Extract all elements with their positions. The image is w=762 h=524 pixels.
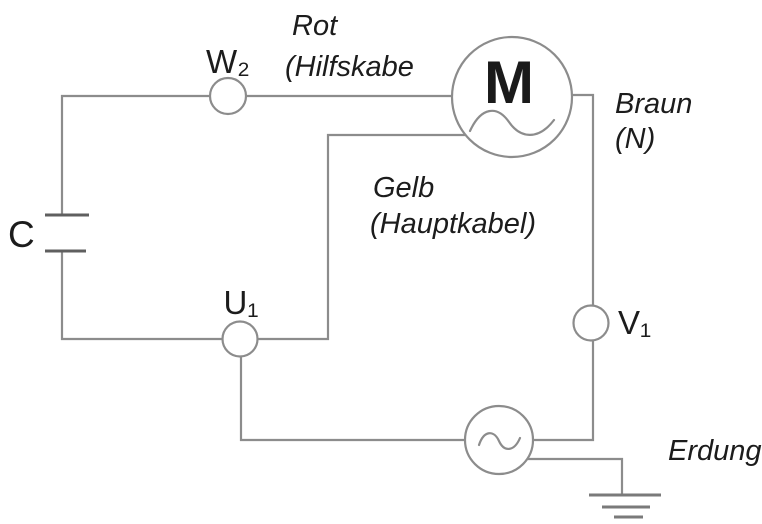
label-yellow-wire: Gelb (Hauptkabel): [370, 172, 536, 240]
terminal-label-v1: V₁: [618, 304, 651, 341]
motor-sine-wave-icon: [468, 109, 556, 136]
terminal-node-w2: [208, 76, 248, 116]
capacitor-symbol: [45, 213, 89, 253]
label-gelb-line1: Gelb: [373, 172, 434, 204]
ac-sine-wave-icon: [477, 432, 522, 450]
wire-motor-to-ac-source-right: [533, 93, 595, 442]
ac-source-symbol: [463, 404, 535, 476]
motor-symbol: M: [450, 35, 574, 159]
ground-label-erdung: Erdung: [668, 435, 762, 467]
label-red-wire: Rot (Hilfskabe: [285, 10, 414, 83]
wire-ac-source-to-ground: [526, 457, 624, 494]
label-braun-line1: Braun: [615, 88, 692, 120]
terminal-node-v1: [572, 304, 610, 342]
wire-u1-to-ac-source: [239, 356, 465, 442]
wire-capacitor-to-motor-main: [60, 133, 465, 341]
terminal-node-u1: [221, 320, 259, 358]
motor-circle: [450, 35, 574, 159]
motor-letter: M: [484, 49, 534, 116]
wire-capacitor-to-motor-top: [60, 94, 452, 216]
terminal-label-u1: U₁: [224, 284, 259, 321]
capacitor-label: C: [8, 214, 35, 255]
ground-symbol: [589, 493, 661, 519]
label-rot-line2: (Hilfskabe: [285, 51, 414, 83]
terminal-label-w2: W₂: [206, 43, 250, 80]
label-gelb-line2: (Hauptkabel): [370, 208, 536, 240]
label-braun-line2: (N): [615, 123, 655, 155]
label-brown-wire: Braun (N): [615, 88, 692, 155]
label-rot-line1: Rot: [292, 10, 339, 42]
